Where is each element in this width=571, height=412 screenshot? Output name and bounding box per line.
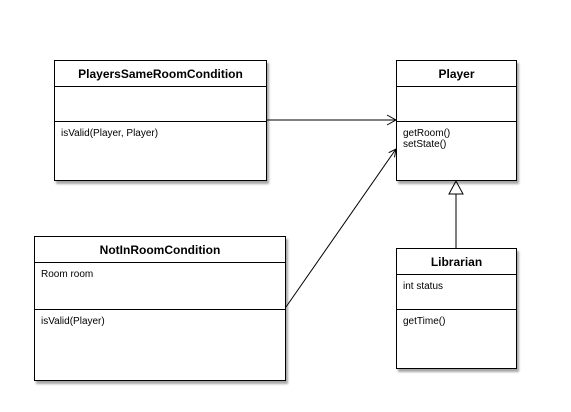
class-player[interactable]: Player getRoom() setState() [396, 60, 517, 181]
attributes-section [55, 87, 266, 122]
methods-section: getTime() [397, 310, 516, 333]
attribute: int status [403, 281, 444, 292]
association-not-in-room-to-player [285, 148, 397, 308]
attributes-section: int status [397, 275, 516, 310]
method: isValid(Player, Player) [61, 128, 159, 139]
attributes-section: Room room [35, 263, 285, 310]
method: getRoom() [403, 128, 451, 139]
methods-section: getRoom() setState() [397, 122, 516, 156]
method: isValid(Player) [41, 316, 105, 327]
attributes-section [397, 87, 516, 122]
method: setState() [403, 139, 447, 150]
class-players-same-room-condition[interactable]: PlayersSameRoomCondition isValid(Player,… [54, 60, 267, 181]
class-not-in-room-condition[interactable]: NotInRoomCondition Room room isValid(Pla… [34, 236, 286, 381]
class-name: PlayersSameRoomCondition [55, 61, 266, 87]
class-name: Librarian [397, 249, 516, 275]
class-librarian[interactable]: Librarian int status getTime() [396, 248, 517, 369]
methods-section: isValid(Player, Player) [55, 122, 266, 145]
class-name: Player [397, 61, 516, 87]
class-name: NotInRoomCondition [35, 237, 285, 263]
generalization-arrowhead [448, 179, 464, 195]
method: getTime() [403, 316, 446, 327]
methods-section: isValid(Player) [35, 310, 285, 333]
attribute: Room room [41, 269, 94, 280]
